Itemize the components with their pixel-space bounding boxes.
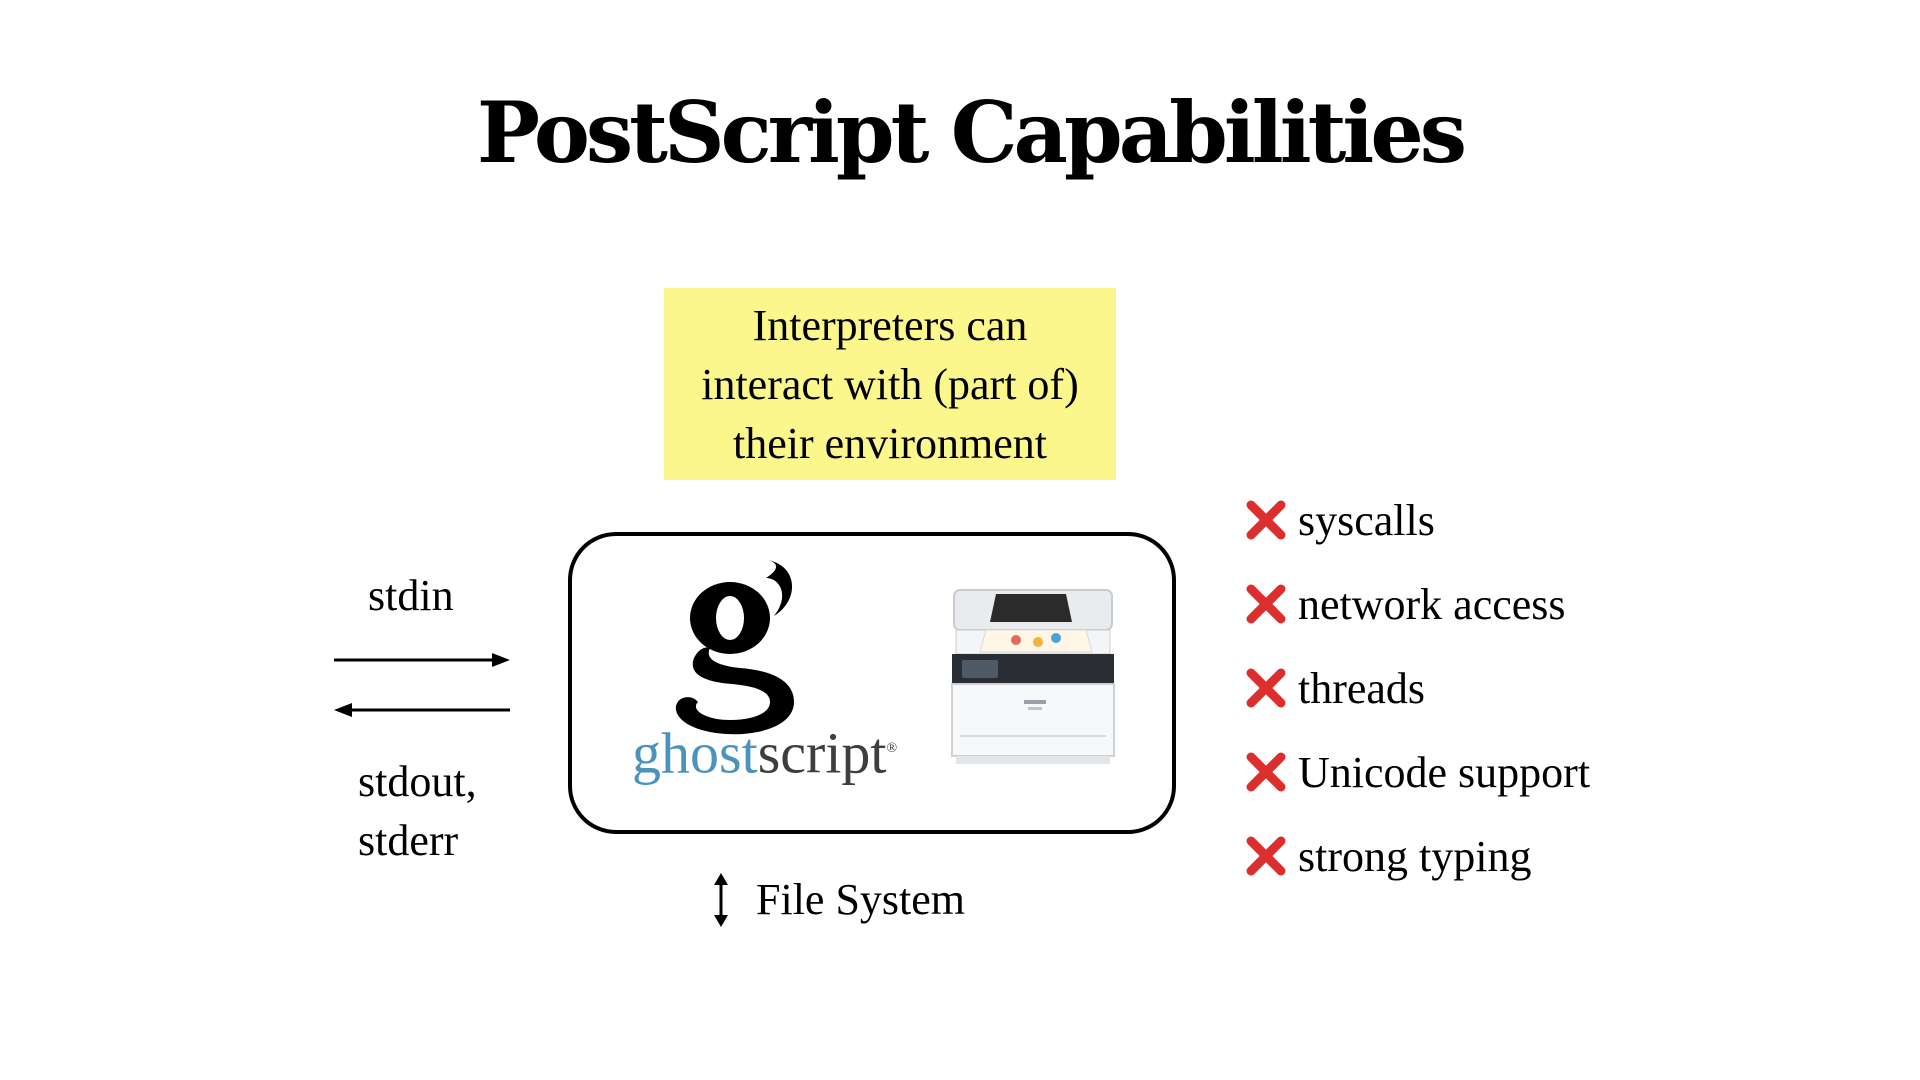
feature-label: syscalls: [1298, 495, 1435, 545]
slide-title: PostScript Capabilities: [476, 83, 1467, 182]
cross-mark-icon: [1246, 668, 1286, 708]
callout-line: Interpreters can: [752, 300, 1028, 350]
list-item: Unicode support: [1244, 730, 1590, 814]
stderr-label: stderr: [358, 816, 459, 865]
arrow-left-icon: [334, 703, 510, 717]
feature-label: threads: [1298, 663, 1426, 713]
ghostscript-wordmark-ghost: ghost: [632, 720, 758, 786]
ghostscript-logo: [675, 560, 794, 735]
callout-line: their environment: [732, 418, 1047, 468]
list-item: syscalls: [1244, 478, 1590, 562]
printer-icon: [951, 589, 1115, 764]
missing-features-list: syscalls network access threads Unicode …: [1244, 478, 1590, 898]
ghostscript-wordmark: ghostscript®: [632, 714, 897, 788]
file-system-label: File System: [756, 875, 966, 924]
feature-label: network access: [1298, 579, 1566, 629]
cross-mark-icon: [1246, 500, 1286, 540]
feature-label: Unicode support: [1298, 747, 1591, 797]
cross-mark-icon: [1246, 752, 1286, 792]
callout-line: interact with (part of): [701, 359, 1079, 409]
cross-mark-icon: [1246, 836, 1286, 876]
feature-label: strong typing: [1298, 831, 1532, 881]
up-down-arrow-icon: [714, 873, 728, 927]
cross-mark-icon: [1246, 584, 1286, 624]
registered-mark: ®: [886, 741, 898, 756]
arrow-right-icon: [334, 653, 510, 667]
ghostscript-wordmark-script: script: [757, 720, 887, 786]
list-item: threads: [1244, 646, 1590, 730]
environment-callout: Interpreters can interact with (part of)…: [664, 288, 1116, 480]
stdout-label: stdout,: [358, 757, 477, 806]
stdin-label: stdin: [368, 571, 454, 620]
list-item: strong typing: [1244, 814, 1590, 898]
list-item: network access: [1244, 562, 1590, 646]
